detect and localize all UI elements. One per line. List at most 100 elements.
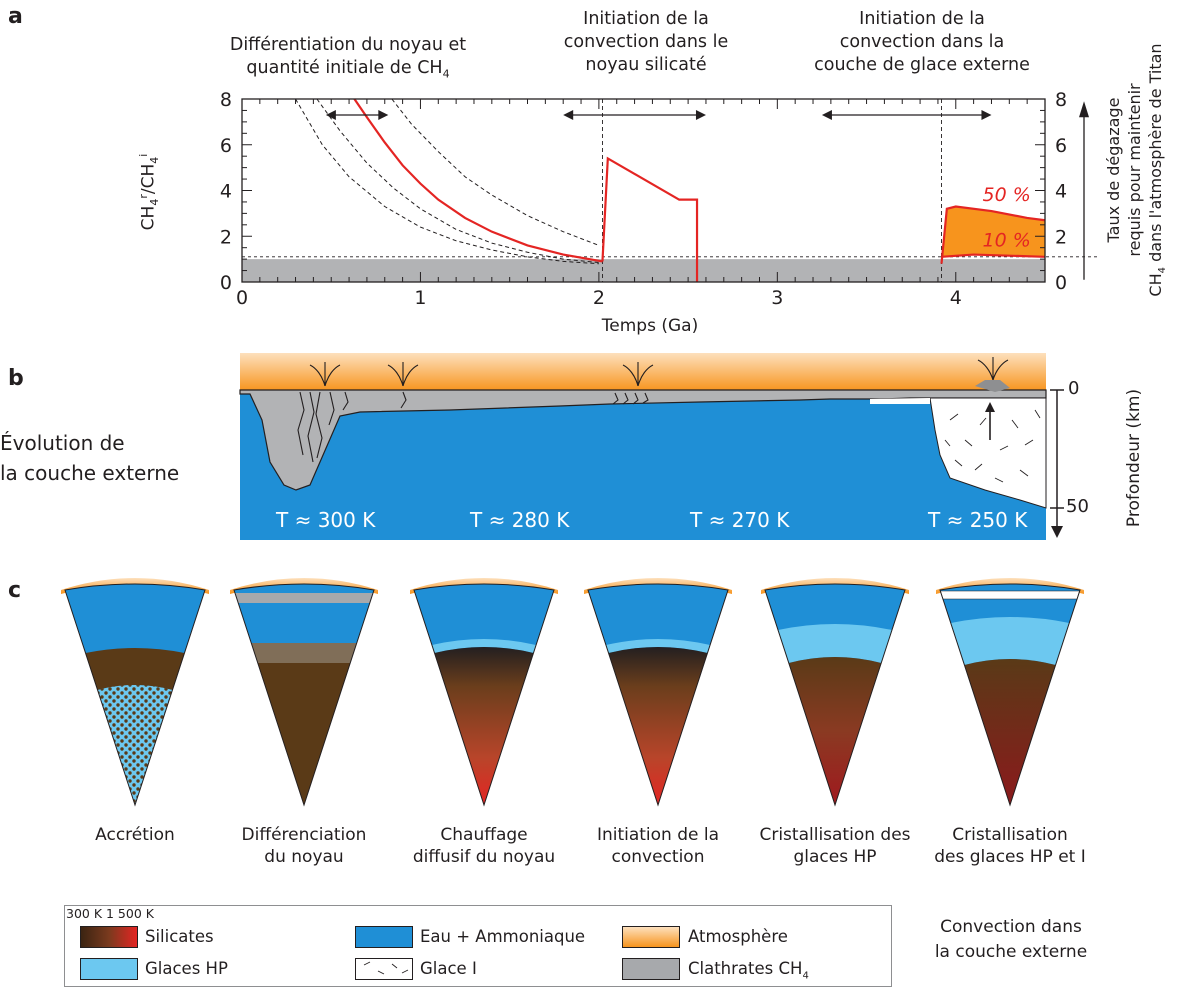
event-range-arrow-right — [981, 110, 992, 121]
panel-c-wedges — [61, 578, 1084, 807]
series-line-6 — [940, 205, 1046, 264]
clathrate-band — [242, 259, 1045, 282]
crust-cracks — [297, 391, 649, 463]
header-1-line-1: Différentiation du noyau et — [229, 35, 467, 55]
x-tick-label: 4 — [950, 287, 962, 309]
legend-atmosphere-swatch — [622, 926, 680, 948]
wedge-caption-1-line-1: Accrétion — [95, 825, 175, 845]
legend-silicates-label: Silicates — [145, 927, 214, 946]
right-axis-arrow-head — [1079, 101, 1089, 118]
side-note: Convection dans la couche externe — [906, 915, 1116, 965]
wedge-caption-6-line-1: Cristallisation — [952, 825, 1068, 845]
wedge-4-core — [608, 647, 708, 805]
wedge-1-silicates — [85, 648, 185, 690]
wedge-1-outline — [64, 583, 206, 807]
panel-a-letter: a — [8, 4, 23, 29]
header-2-line-1: Initiation de la — [583, 9, 709, 29]
legend-hp-ice-label: Glaces HP — [145, 959, 228, 978]
atmosphere-band — [240, 353, 1046, 391]
header-2-line-3: noyau silicaté — [585, 55, 707, 75]
series-line-4 — [391, 98, 600, 246]
y-tick-label-left: 2 — [220, 226, 232, 248]
outer-layer-title-line-1: Évolution de — [0, 431, 125, 455]
ice-i-thin — [870, 398, 930, 404]
wedge-1-atmosphere — [61, 578, 209, 594]
x-tick-label: 3 — [771, 287, 783, 309]
wedge-caption-3-line-1: Chauffage — [440, 825, 528, 845]
wedge-2-atmosphere — [230, 578, 378, 594]
header-core-convection: Initiation de la convection dans le noya… — [546, 8, 746, 77]
wedge-2-outline — [233, 583, 375, 807]
y-tick-label-left: 6 — [220, 135, 232, 157]
panel-c-letter: c — [8, 578, 22, 603]
wedge-caption-2-line-2: du noyau — [264, 847, 344, 867]
wedge-caption-4-line-1: Initiation de la — [596, 825, 720, 845]
cryovolcano-cone — [975, 380, 1010, 392]
legend-atmosphere-label: Atmosphère — [688, 927, 788, 946]
y-tick-label-left: 8 — [220, 89, 232, 111]
x-tick-label: 0 — [236, 287, 248, 309]
header-3-line-1: Initiation de la — [859, 9, 985, 29]
legend-gradient-label: 300 K 1 500 K — [66, 906, 154, 921]
wedge-5-core — [788, 657, 882, 805]
outgassing-fill — [941, 206, 1045, 264]
header-3-line-3: couche de glace externe — [814, 55, 1030, 75]
wedge-caption-2-line-1: Différenciation — [241, 825, 367, 845]
legend-clathrate-label: Clathrates CH4 — [688, 959, 809, 982]
header-3-line-2: convection dans la — [839, 32, 1005, 52]
temp-label-2: T ≈ 280 K — [470, 508, 570, 532]
wedge-caption-5-line-2: glaces HP — [793, 847, 877, 867]
series-line-5 — [295, 98, 599, 265]
legend-ice-i-label: Glace I — [420, 959, 477, 978]
wedge-caption-3-line-2: diffusif du noyau — [412, 847, 556, 867]
depth-axis-arrow — [1051, 526, 1063, 538]
ocean-layer — [240, 390, 1046, 540]
depth-axis-title: Profondeur (km) — [1124, 388, 1144, 528]
wedge-4-outline — [587, 583, 729, 807]
ice-i-hatches — [944, 409, 1041, 483]
depth-label-50: 50 — [1066, 496, 1089, 517]
wedge-caption-6-line-2: des glaces HP et I — [934, 847, 1086, 867]
event-range-arrow-left — [821, 110, 832, 121]
clathrate-crust — [239, 389, 1047, 491]
legend-silicates-swatch — [80, 926, 138, 948]
ice-i-region — [929, 397, 1047, 509]
wedge-caption-1: Accrétion — [45, 824, 225, 846]
y-tick-label-right: 6 — [1055, 135, 1067, 157]
header-core-differentiation: Différentiation du noyau et quantité ini… — [198, 34, 498, 86]
outer-layer-title-line-2: la couche externe — [0, 461, 180, 485]
header-ice-convection: Initiation de la convection dans la couc… — [792, 8, 1052, 77]
y-tick-label-right: 8 — [1055, 89, 1067, 111]
y-tick-label-left: 0 — [220, 272, 232, 294]
temp-label-3: T ≈ 270 K — [690, 508, 790, 532]
series-line-1 — [353, 98, 603, 263]
legend-clathrate-swatch — [622, 958, 680, 980]
event-range-arrow-right — [695, 110, 706, 121]
wedge-2-core — [257, 663, 351, 805]
legend-ice-i-swatch — [355, 958, 413, 980]
upwelling-arrow-head — [985, 402, 995, 412]
legend-water-swatch — [355, 926, 413, 948]
panel-b-section — [239, 353, 1064, 540]
wedge-3-atmosphere — [410, 578, 558, 594]
series-line-7 — [941, 253, 1046, 258]
wedge-3-core — [434, 647, 534, 805]
x-tick-label: 2 — [593, 287, 605, 309]
label-50-percent: 50 % — [983, 184, 1031, 206]
wedge-5-atmosphere — [761, 578, 909, 594]
wedge-5-outline — [764, 583, 906, 807]
wedge-4-hp-ice — [605, 639, 711, 653]
event-range-arrow-left — [325, 110, 336, 121]
side-note-line-1: Convection dans — [940, 917, 1082, 937]
y-tick-label-right: 2 — [1055, 226, 1067, 248]
wedge-6-atmosphere — [936, 578, 1084, 594]
depth-label-0: 0 — [1068, 378, 1080, 399]
header-1-line-2: quantité initiale de CH4 — [246, 58, 450, 81]
y-tick-label-right: 4 — [1055, 181, 1067, 203]
wedge-6-outline — [939, 583, 1081, 807]
